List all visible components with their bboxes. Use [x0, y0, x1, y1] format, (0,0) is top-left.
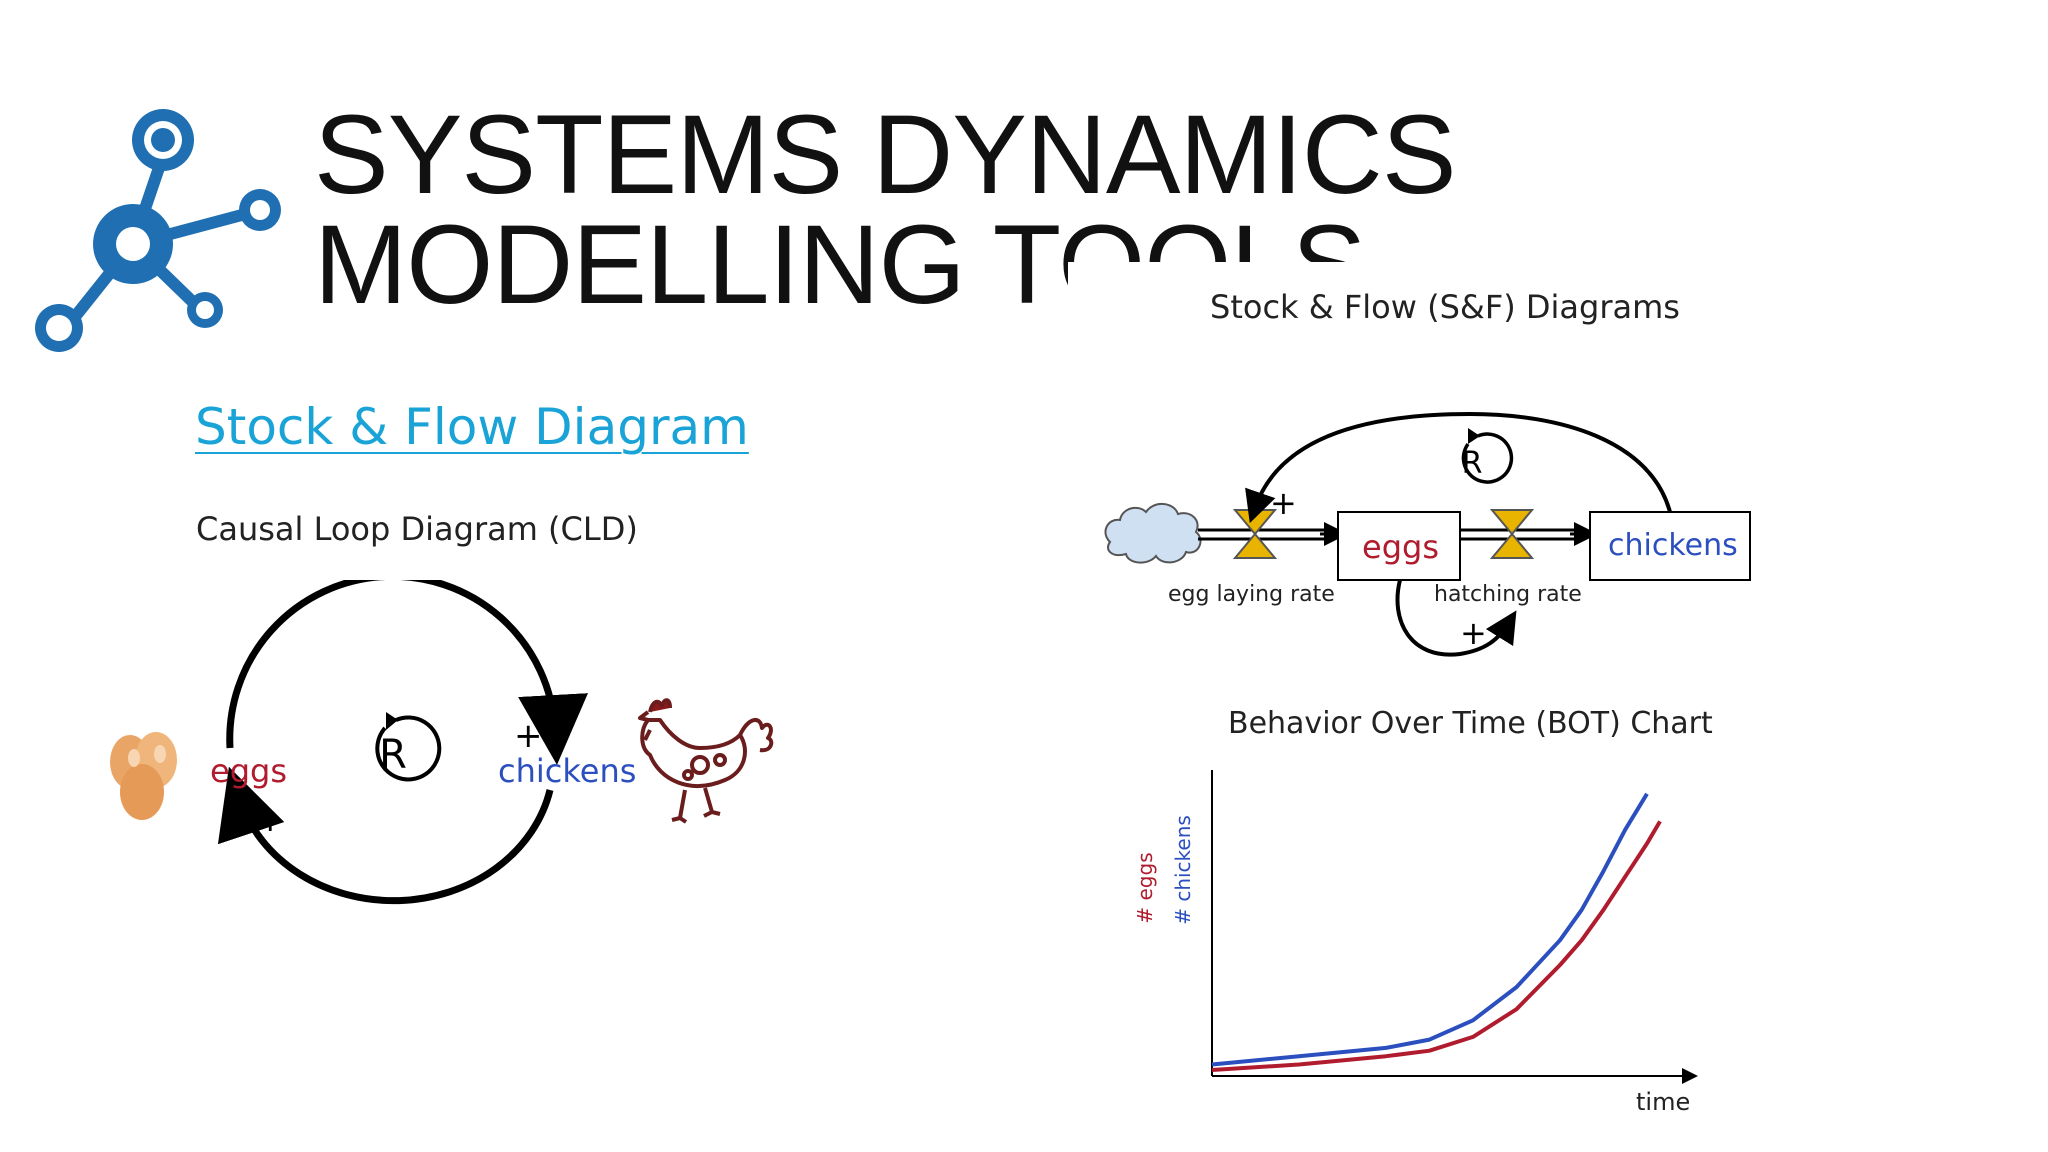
cld-node-eggs: eggs — [210, 752, 287, 790]
sf-heading: Stock & Flow (S&F) Diagrams — [1210, 288, 1680, 326]
sf-stock-eggs-label: eggs — [1362, 528, 1439, 566]
cld-reinforcing-loop-icon — [375, 712, 442, 782]
series-line-chickens — [1211, 792, 1649, 1067]
sf-feedback-arc-bottom — [1395, 579, 1517, 657]
chart-ylabel-eggs: # eggs — [1133, 852, 1157, 923]
bot-chart: # eggs # chickens time — [1133, 770, 1698, 1116]
cld-node-chickens: chickens — [498, 752, 637, 790]
bot-chart-title: Behavior Over Time (BOT) Chart — [1228, 706, 1713, 741]
slide-title: SYSTEMS DYNAMICS MODELLING TOOLS — [314, 92, 1457, 321]
sf-feedback-arc-top — [1245, 411, 1672, 524]
cld-loop-marker: R — [379, 732, 407, 778]
source-cloud-icon — [1104, 503, 1202, 564]
hatching-pipe — [1460, 528, 1580, 541]
stock-flow-diagram: R — [1104, 411, 1751, 657]
cld-loop-arc-bottom — [217, 766, 554, 905]
sf-polarity-top: + — [1270, 484, 1297, 522]
cld-polarity-bottom: + — [256, 800, 285, 840]
chart-ylabel-chickens: # chickens — [1171, 815, 1195, 925]
title-line-1: SYSTEMS DYNAMICS — [314, 92, 1457, 217]
series-line-eggs — [1211, 820, 1662, 1072]
sf-polarity-bottom: + — [1460, 614, 1487, 652]
hatching-rate-label: hatching rate — [1434, 582, 1582, 607]
chicken-picture — [638, 698, 774, 824]
cld-loop-arc-top — [226, 580, 588, 765]
sf-stock-chickens-label: chickens — [1608, 528, 1738, 563]
stock-flow-diagram-link[interactable]: Stock & Flow Diagram — [195, 398, 749, 456]
eggs-picture — [110, 732, 177, 820]
inflow-pipe — [1198, 528, 1330, 541]
cld-heading: Causal Loop Diagram (CLD) — [196, 510, 638, 548]
chart-xlabel: time — [1636, 1088, 1690, 1116]
title-overlap-mask — [1068, 262, 2048, 352]
cld-diagram: R — [110, 580, 774, 905]
hatching-valve-icon — [1489, 509, 1535, 559]
stock-eggs-box — [1337, 511, 1461, 581]
egg-laying-valve-icon — [1232, 509, 1278, 559]
egg-laying-rate-label: egg laying rate — [1168, 582, 1335, 607]
stock-chickens-box — [1589, 511, 1751, 581]
cld-polarity-top: + — [514, 716, 543, 756]
sf-loop-marker: R — [1462, 446, 1483, 481]
sf-reinforcing-loop-icon — [1461, 428, 1514, 484]
network-logo-icon — [35, 109, 281, 352]
